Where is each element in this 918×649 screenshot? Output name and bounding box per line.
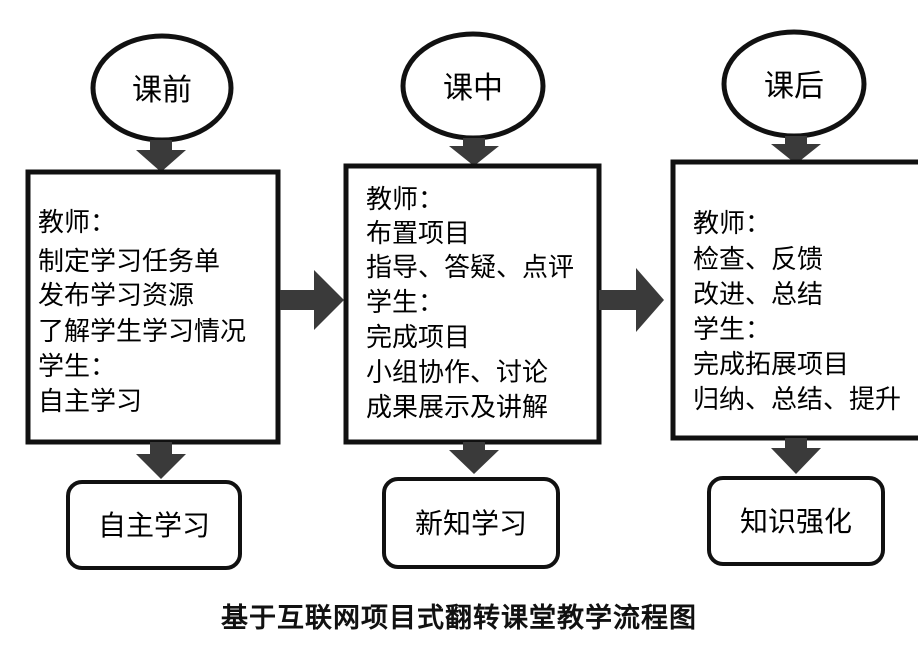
stage-in-class-result-box bbox=[382, 477, 560, 569]
box-line: 完成项目 bbox=[366, 323, 470, 353]
box-line: 改进、总结 bbox=[693, 280, 823, 310]
stage-after-class-label: 课后 bbox=[764, 69, 824, 104]
stage-before-class-result-box bbox=[66, 480, 242, 570]
stage-after-class-result-label: 知识强化 bbox=[740, 505, 852, 538]
down-arrow-after-bottom bbox=[771, 438, 821, 474]
box-line: 归纳、总结、提升 bbox=[693, 385, 901, 415]
box-line: 学生： bbox=[38, 352, 116, 382]
stage-in-class-box bbox=[343, 163, 602, 445]
box-line: 成果展示及讲解 bbox=[366, 393, 548, 423]
right-arrow-2 bbox=[599, 268, 664, 332]
stage-after-class-box-text: 教师： 检查、反馈 改进、总结 学生： 完成拓展项目 归纳、总结、提升 bbox=[693, 209, 901, 415]
box-line: 了解学生学习情况 bbox=[38, 317, 246, 347]
stage-after-class-result-box bbox=[707, 476, 885, 566]
stage-before-class-result-label: 自主学习 bbox=[98, 509, 210, 542]
stage-in-class-result-label: 新知学习 bbox=[415, 507, 527, 540]
stage-after-class: 课后 教师： 检查、反馈 改进、总结 学生： 完成拓展项目 归纳、总结、提升 知… bbox=[670, 29, 918, 566]
box-line: 学生： bbox=[366, 288, 444, 318]
down-arrow-before-bottom bbox=[136, 442, 186, 479]
stage-before-class: 课前 教师： 制定学习任务单 发布学习资源 了解学生学习情况 学生： 自主学习 … bbox=[25, 33, 281, 570]
right-arrow-1 bbox=[280, 270, 344, 330]
box-line: 制定学习任务单 bbox=[38, 247, 220, 277]
stage-in-class-box-text: 教师： 布置项目 指导、答疑、点评 学生： 完成项目 小组协作、讨论 成果展示及… bbox=[366, 185, 574, 423]
box-line: 指导、答疑、点评 bbox=[366, 253, 574, 283]
diagram-caption: 基于互联网项目式翻转课堂教学流程图 bbox=[221, 603, 697, 634]
box-line: 完成拓展项目 bbox=[693, 350, 849, 380]
box-line: 教师： bbox=[693, 209, 771, 239]
box-line: 检查、反馈 bbox=[693, 245, 823, 275]
box-line: 发布学习资源 bbox=[38, 281, 194, 311]
box-line: 小组协作、讨论 bbox=[366, 358, 548, 388]
stage-in-class-label: 课中 bbox=[443, 71, 503, 106]
box-line: 自主学习 bbox=[38, 387, 142, 417]
down-arrow-after-top bbox=[771, 136, 821, 164]
box-line: 布置项目 bbox=[366, 219, 470, 249]
down-arrow-in-top bbox=[449, 138, 499, 166]
box-line: 学生： bbox=[693, 315, 771, 345]
down-arrow-before-top bbox=[136, 140, 186, 172]
stage-in-class: 课中 教师： 布置项目 指导、答疑、点评 学生： 完成项目 小组协作、讨论 成果… bbox=[343, 31, 602, 569]
flowchart-diagram: 课前 教师： 制定学习任务单 发布学习资源 了解学生学习情况 学生： 自主学习 … bbox=[25, 29, 918, 570]
box-line: 教师： bbox=[366, 185, 444, 215]
stage-before-class-box-text: 教师： 制定学习任务单 发布学习资源 了解学生学习情况 学生： 自主学习 bbox=[38, 208, 246, 417]
down-arrow-in-bottom bbox=[449, 442, 499, 474]
stage-before-class-label: 课前 bbox=[132, 73, 192, 108]
box-line: 教师： bbox=[38, 208, 116, 238]
stage-before-class-box bbox=[25, 169, 281, 445]
